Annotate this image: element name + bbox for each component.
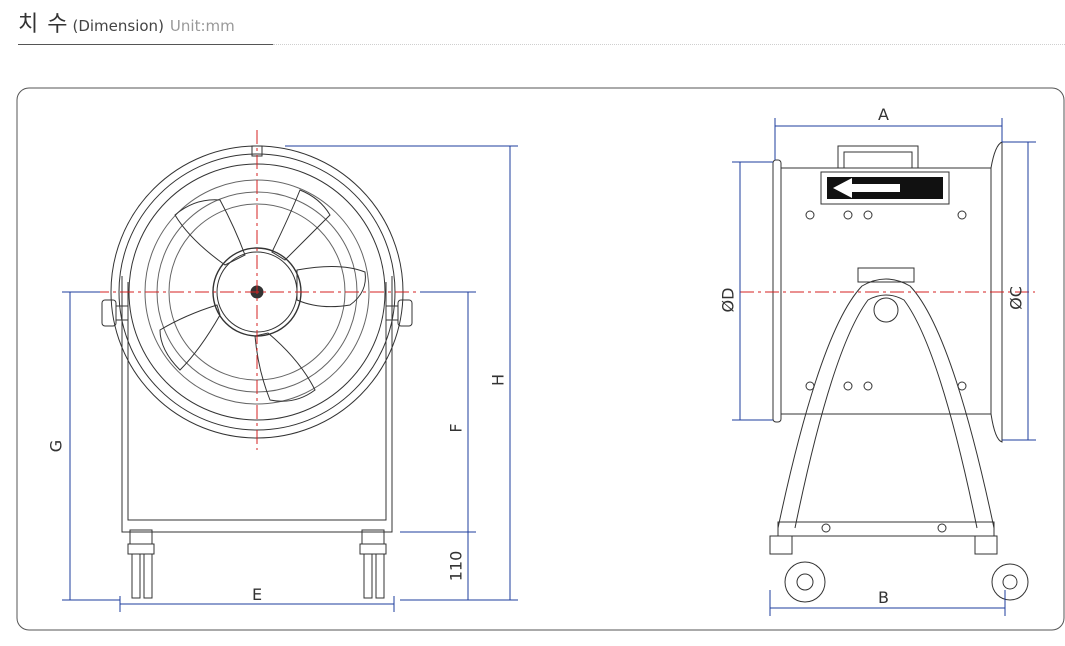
header-divider — [273, 44, 1065, 45]
title-korean: 치 수 — [18, 12, 69, 37]
label-A: A — [878, 105, 889, 124]
title-english: (Dimension) — [72, 17, 164, 35]
side-view — [769, 141, 1029, 603]
title-underline — [18, 44, 273, 45]
drawing-frame — [16, 87, 1065, 631]
airflow-arrow-icon — [820, 171, 950, 205]
label-G: G — [47, 440, 66, 452]
label-D: ØD — [719, 288, 738, 313]
label-B: B — [878, 588, 889, 607]
label-F: F — [447, 423, 466, 432]
label-H: H — [489, 374, 508, 386]
label-C: ØC — [1007, 286, 1026, 310]
section-header: 치 수(Dimension) Unit:mm — [18, 6, 1065, 46]
label-E: E — [252, 585, 262, 604]
unit-label: Unit:mm — [169, 17, 235, 35]
side-dimensions — [732, 118, 1036, 616]
front-centerlines — [95, 130, 420, 450]
label-110: 110 — [447, 551, 466, 582]
section-title: 치 수(Dimension) Unit:mm — [18, 6, 235, 38]
front-dimensions — [62, 145, 518, 612]
